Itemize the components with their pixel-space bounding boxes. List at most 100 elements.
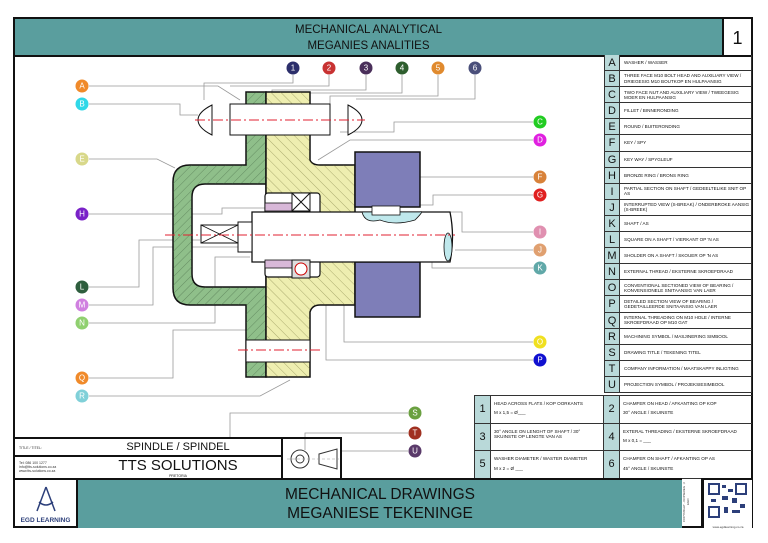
legend-text: KEY WAY / SPYGLEUF: [620, 151, 752, 167]
callout-e: E: [75, 152, 89, 166]
company-location: PRETORIA: [169, 474, 187, 478]
question-cell: EXTERAL THREADING / EKSTERNE SKROEFDRAAD…: [623, 428, 737, 443]
legend-letter: O: [604, 280, 620, 296]
question-number: 6: [604, 451, 620, 478]
legend-letter: J: [604, 199, 620, 215]
contact-email: info@tts-solutions.co.za: [19, 465, 57, 469]
title-label: TITLE / TITEL:: [19, 446, 42, 450]
callout-s: S: [408, 406, 422, 420]
callout-r: R: [75, 389, 89, 403]
blue-hub-bottom: [354, 261, 421, 318]
legend-text: INTERNAL THREADING ON M10 HOLE / INTERNE…: [620, 312, 752, 328]
legend-letter: M: [604, 248, 620, 264]
legend-text: INTERRUPTED VIEW (S-BREAK) / ONDERBROKE …: [620, 199, 752, 215]
qr-code-icon: [708, 483, 747, 518]
drawing-title: SPINDLE / SPINDEL: [126, 441, 230, 453]
copyright-text: COPYRIGHT - KOPIEREG © EGD: [682, 478, 703, 528]
legend-text: CONVENTIONAL SECTIONED VIEW OF BEARING /…: [620, 280, 752, 296]
legend-letter: B: [604, 71, 620, 87]
callout-l: L: [75, 280, 89, 294]
blue-hub-top: [354, 151, 421, 208]
qr-url: www.egdlearning.co.za: [712, 525, 744, 529]
legend-text: COMPANY INFORMATION / MAATSKAPPY INLIGTI…: [620, 360, 752, 376]
legend-text: ROUND / BUITERONDING: [620, 119, 752, 135]
title-block: TITLE / TITEL: SPINDLE / SPINDEL Tel: 08…: [15, 437, 283, 478]
projection-symbol: [283, 437, 342, 478]
callout-m: M: [75, 298, 89, 312]
callout-g: G: [533, 188, 547, 202]
legend-text: PROJECTION SYMBOL / PROJEKSIESIMBOOL: [620, 376, 752, 392]
centerlines: [165, 119, 455, 351]
callout-o: O: [533, 335, 547, 349]
legend-text: SHOLDER ON A SHAFT / SKOUER OP 'N AS: [620, 248, 752, 264]
legend-letter: Q: [604, 312, 620, 328]
legend-letter: H: [604, 167, 620, 183]
callout-u: U: [408, 444, 422, 458]
legend-letter: N: [604, 264, 620, 280]
legend-letter: F: [604, 135, 620, 151]
callout-k: K: [533, 261, 547, 275]
question-number: 4: [604, 423, 620, 451]
contact-website: www.tts-solutions.co.za: [19, 469, 56, 473]
legend-text: THREE FACE M10 BOLT HEAD AND AUXILIARY V…: [620, 71, 752, 87]
callout-f: F: [533, 170, 547, 184]
callout-2: 2: [322, 61, 336, 75]
footer-line2: MEGANIESE TEKENINGE: [287, 505, 473, 522]
footer-band: MECHANICAL DRAWINGS MEGANIESE TEKENINGE: [76, 478, 682, 528]
legend-text: MACHINING SYMBOL / MASJINERING SIMBOOL: [620, 328, 752, 344]
callout-b: B: [75, 97, 89, 111]
legend-text: FILLET / BINNERONDING: [620, 103, 752, 119]
callout-i: I: [533, 225, 547, 239]
egd-logo: EGD LEARNING: [15, 478, 76, 528]
callout-t: T: [408, 426, 422, 440]
legend-letter: C: [604, 87, 620, 103]
callout-j: J: [533, 243, 547, 257]
footer-line1: MECHANICAL DRAWINGS: [284, 486, 476, 503]
legend-letter: P: [604, 296, 620, 312]
callout-p: P: [533, 353, 547, 367]
logo-text: EGD LEARNING: [20, 517, 71, 524]
qr-code[interactable]: www.egdlearning.co.za: [703, 478, 752, 529]
legend-letter: L: [604, 232, 620, 248]
callout-6: 6: [468, 61, 482, 75]
page-number: 1: [722, 19, 751, 57]
question-number: 5: [475, 451, 491, 478]
compass-icon: [35, 486, 56, 512]
callout-d: D: [533, 133, 547, 147]
shaft: [251, 211, 454, 263]
legend-text: KEY / SPY: [620, 135, 752, 151]
first-angle-projection-icon: [287, 448, 339, 470]
question-row: 3 30° ANGLE ON LENGHT OF SHAFT / 30° SKU…: [475, 423, 752, 452]
company-name: TTS SOLUTIONS: [118, 457, 238, 474]
header: MECHANICAL ANALYTICAL MEGANIES ANALITIES: [15, 19, 722, 57]
question-number: 3: [475, 423, 491, 451]
legend-text: TWO FACE NUT AND AUXILIARY VIEW / TWEEGE…: [620, 87, 752, 103]
contact-phone: Tel: 086 100 1277: [19, 461, 47, 465]
callout-5: 5: [431, 61, 445, 75]
question-number: 2: [604, 396, 620, 423]
callout-a: A: [75, 79, 89, 93]
